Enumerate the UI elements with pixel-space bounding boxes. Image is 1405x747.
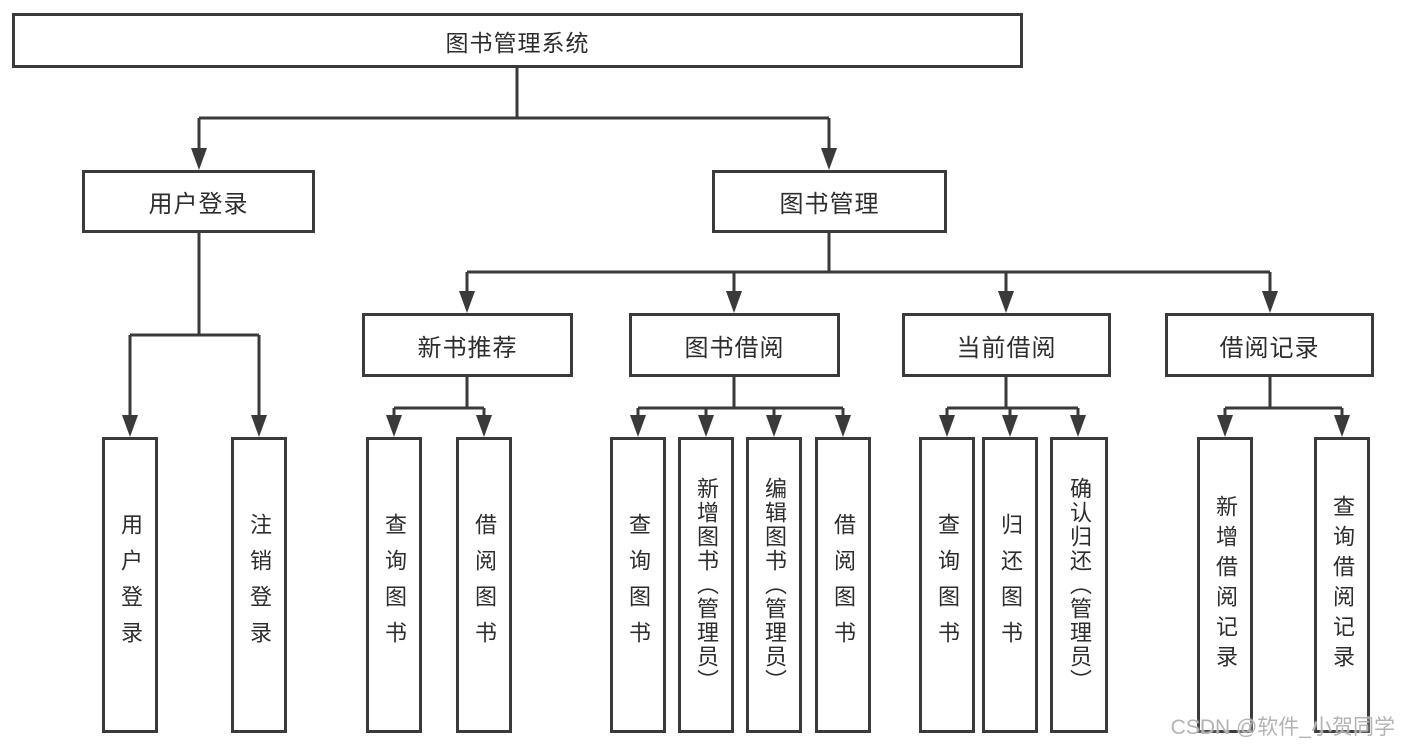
csdn-watermark: CSDN @软件_小贺同学 xyxy=(1170,716,1395,739)
leaf-label: 借阅图书 xyxy=(831,513,856,657)
edge-currentborrow-to-leaves xyxy=(945,377,1080,415)
edge-root-to-level2 xyxy=(197,68,831,149)
leaf-label: 用户登录 xyxy=(118,513,143,657)
arrow-icon xyxy=(1262,291,1278,313)
leaf-label: 确认归还（管理员） xyxy=(1067,477,1092,693)
arrow-icon xyxy=(459,291,475,313)
leaf-label: 查询图书 xyxy=(626,513,651,657)
node-new-book-recommend: 新书推荐 xyxy=(362,313,573,377)
leaf-label: 新增借阅记录 xyxy=(1213,495,1238,675)
arrow-icon xyxy=(1217,415,1233,437)
leaf-confirm-return-admin: 确认归还（管理员） xyxy=(1050,437,1108,733)
leaf-query-books-borrow: 查询图书 xyxy=(610,437,666,733)
arrow-icon xyxy=(821,148,837,170)
arrow-icon xyxy=(630,415,646,437)
leaf-user-login: 用户登录 xyxy=(102,437,158,733)
edge-borrowrecords-to-leaves xyxy=(1223,377,1344,415)
arrow-icon xyxy=(1070,415,1086,437)
arrow-icon xyxy=(476,415,492,437)
arrow-icon xyxy=(122,415,138,437)
arrow-icon xyxy=(386,415,402,437)
node-borrow-records: 借阅记录 xyxy=(1165,313,1374,377)
leaf-label: 查询借阅记录 xyxy=(1330,495,1355,675)
arrow-icon xyxy=(835,415,851,437)
arrow-icon xyxy=(698,415,714,437)
arrow-icon xyxy=(766,415,782,437)
leaf-borrow-books-recommend: 借阅图书 xyxy=(456,437,512,733)
arrow-icon xyxy=(251,415,267,437)
leaf-borrow-books: 借阅图书 xyxy=(815,437,871,733)
leaf-label: 归还图书 xyxy=(998,513,1023,657)
leaf-label: 注销登录 xyxy=(247,513,272,657)
node-root-system: 图书管理系统 xyxy=(12,13,1023,68)
arrow-icon xyxy=(726,291,742,313)
leaf-query-borrow-record: 查询借阅记录 xyxy=(1314,437,1370,733)
leaf-query-books-current: 查询图书 xyxy=(919,437,975,733)
leaf-return-book: 归还图书 xyxy=(982,437,1038,733)
node-book-management: 图书管理 xyxy=(712,170,947,233)
leaf-edit-book-admin: 编辑图书（管理员） xyxy=(746,437,802,733)
node-current-borrow: 当前借阅 xyxy=(902,313,1111,377)
edge-bookmgmt-to-level3 xyxy=(465,233,1272,291)
arrow-icon xyxy=(1002,415,1018,437)
node-user-login: 用户登录 xyxy=(82,170,315,233)
leaf-label: 查询图书 xyxy=(935,513,960,657)
arrow-icon xyxy=(939,415,955,437)
leaf-label: 编辑图书（管理员） xyxy=(762,477,787,693)
edge-bookborrow-to-leaves xyxy=(636,377,845,415)
arrow-icon xyxy=(998,291,1014,313)
arrow-icon xyxy=(191,148,207,170)
node-book-borrow: 图书借阅 xyxy=(629,313,840,377)
arrow-icon xyxy=(1334,415,1350,437)
leaf-label: 新增图书（管理员） xyxy=(694,477,719,693)
leaf-label: 借阅图书 xyxy=(472,513,497,657)
leaf-add-borrow-record: 新增借阅记录 xyxy=(1197,437,1253,733)
edge-newbookrec-to-leaves xyxy=(392,377,486,415)
edge-userlogin-to-leaves xyxy=(128,233,261,415)
leaf-logout: 注销登录 xyxy=(231,437,287,733)
leaf-label: 查询图书 xyxy=(382,513,407,657)
leaf-add-book-admin: 新增图书（管理员） xyxy=(678,437,734,733)
leaf-query-books-recommend: 查询图书 xyxy=(366,437,422,733)
